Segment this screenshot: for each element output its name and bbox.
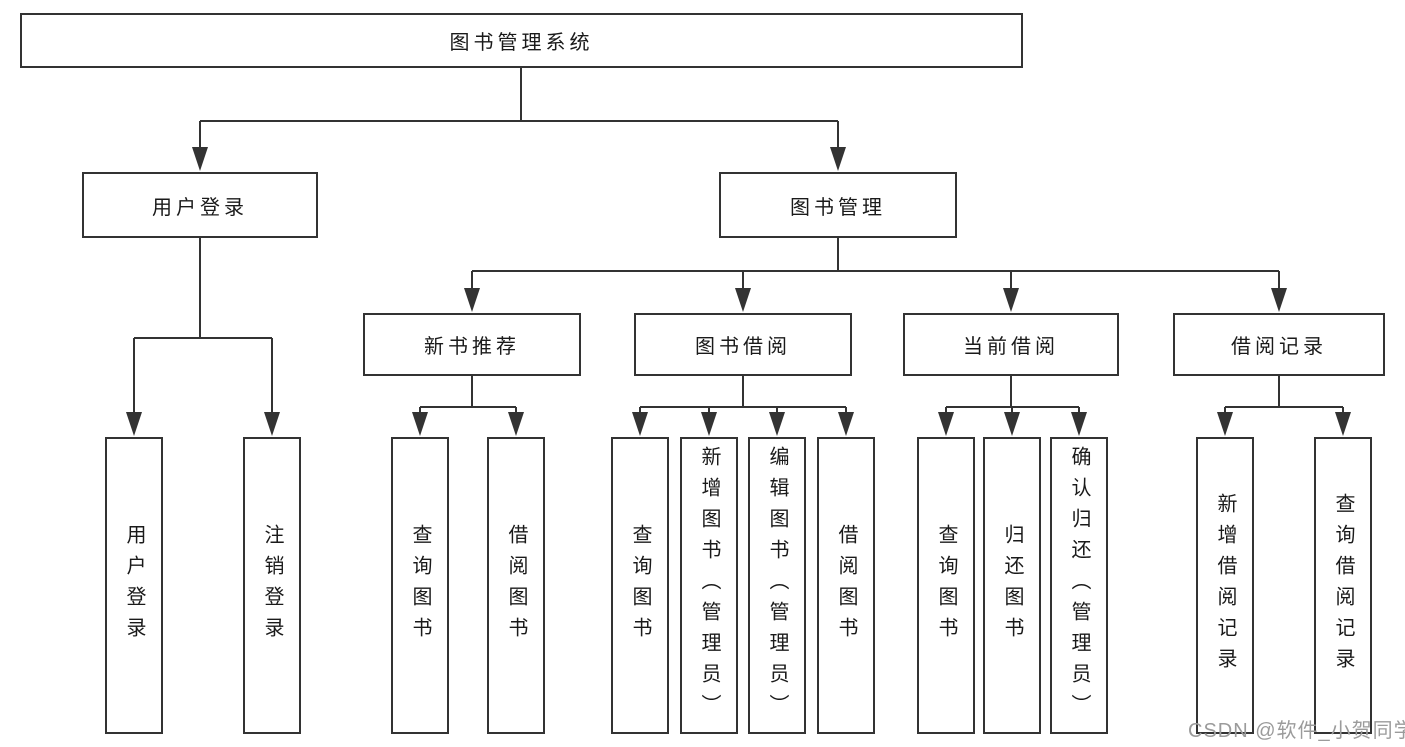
leaf-label: 查询图书 — [935, 523, 957, 648]
leaf-label: 借阅图书 — [835, 523, 857, 648]
node-label: 新书推荐 — [424, 336, 520, 358]
node-label: 借阅记录 — [1231, 336, 1327, 358]
leaf-label: 新增借阅记录 — [1214, 492, 1236, 679]
leaf-query-borrow-record: 查询借阅记录 — [1314, 437, 1372, 734]
node-user-login: 用户登录 — [82, 172, 318, 238]
leaf-borrow-books-borrowing: 借阅图书 — [817, 437, 875, 734]
node-current-borrowing: 当前借阅 — [903, 313, 1119, 376]
node-label: 当前借阅 — [963, 336, 1059, 358]
leaf-add-borrow-record: 新增借阅记录 — [1196, 437, 1254, 734]
node-label: 用户登录 — [152, 196, 248, 219]
leaf-user-login: 用户登录 — [105, 437, 163, 734]
node-book-borrowing: 图书借阅 — [634, 313, 852, 376]
watermark: CSDN @软件_小贺同学 — [1188, 720, 1405, 742]
node-label: 图书借阅 — [695, 336, 791, 358]
arrowheads — [126, 147, 1351, 436]
leaf-logout: 注销登录 — [243, 437, 301, 734]
node-label: 图书管理 — [790, 196, 886, 219]
leaf-query-books-recommend: 查询图书 — [391, 437, 449, 734]
leaf-label: 用户登录 — [123, 523, 145, 648]
leaf-label: 确认归还（管理员） — [1068, 446, 1090, 725]
leaf-edit-book-admin: 编辑图书（管理员） — [748, 437, 806, 734]
leaf-add-book-admin: 新增图书（管理员） — [680, 437, 738, 734]
leaf-query-books-borrowing: 查询图书 — [611, 437, 669, 734]
leaf-query-books-current: 查询图书 — [917, 437, 975, 734]
leaf-label: 注销登录 — [261, 523, 283, 648]
node-book-management: 图书管理 — [719, 172, 957, 238]
leaf-label: 归还图书 — [1001, 523, 1023, 648]
node-new-book-recommendation: 新书推荐 — [363, 313, 581, 376]
leaf-label: 查询图书 — [409, 523, 431, 648]
leaf-borrow-books-recommend: 借阅图书 — [487, 437, 545, 734]
leaf-return-books: 归还图书 — [983, 437, 1041, 734]
leaf-label: 借阅图书 — [505, 523, 527, 648]
leaf-label: 新增图书（管理员） — [698, 446, 720, 725]
leaf-label: 查询借阅记录 — [1332, 492, 1354, 679]
leaf-label: 查询图书 — [629, 523, 651, 648]
node-library-management-system: 图书管理系统 — [20, 13, 1023, 68]
node-borrowing-records: 借阅记录 — [1173, 313, 1385, 376]
node-label: 图书管理系统 — [449, 32, 594, 54]
leaf-label: 编辑图书（管理员） — [766, 446, 788, 725]
leaf-confirm-return-admin: 确认归还（管理员） — [1050, 437, 1108, 734]
